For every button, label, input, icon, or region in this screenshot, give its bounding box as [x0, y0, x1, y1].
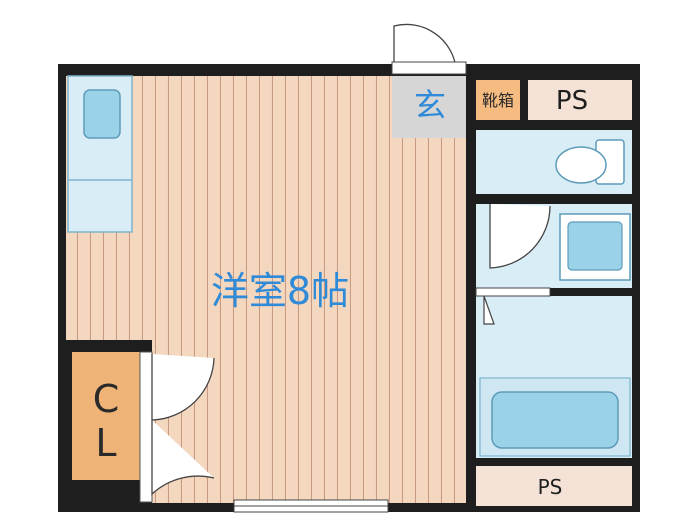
shoe-box-area: [476, 80, 520, 120]
closet-door-strip: [139, 351, 153, 503]
closet-area: [72, 352, 140, 480]
ps-top-area: [528, 80, 632, 120]
bathroom-door-icon: [483, 295, 495, 325]
bathroom-door-strip: [475, 287, 551, 297]
entrance-door-frame: [391, 61, 467, 75]
toilet-icon: [555, 139, 625, 185]
wash-basin-inner-icon: [567, 221, 623, 271]
ps-top-label: PS: [556, 86, 588, 116]
shoe-box-label: 靴箱: [482, 91, 514, 110]
main-room-label: 洋室8帖: [211, 269, 349, 313]
entrance-door-swing-icon: [393, 23, 457, 70]
closet-c-label: C: [93, 377, 120, 421]
entrance-floor: [392, 76, 466, 138]
ps-bottom-label: PS: [538, 475, 563, 499]
closet-door-swing-icon: [151, 354, 215, 496]
entrance-label: 玄: [414, 86, 446, 124]
ps-bottom-area: [476, 466, 632, 506]
bathtub-icon: [491, 391, 619, 449]
kitchen-sink-icon: [83, 89, 121, 139]
washroom-door-swing-icon: [489, 204, 551, 269]
closet-l-label: L: [95, 421, 116, 465]
